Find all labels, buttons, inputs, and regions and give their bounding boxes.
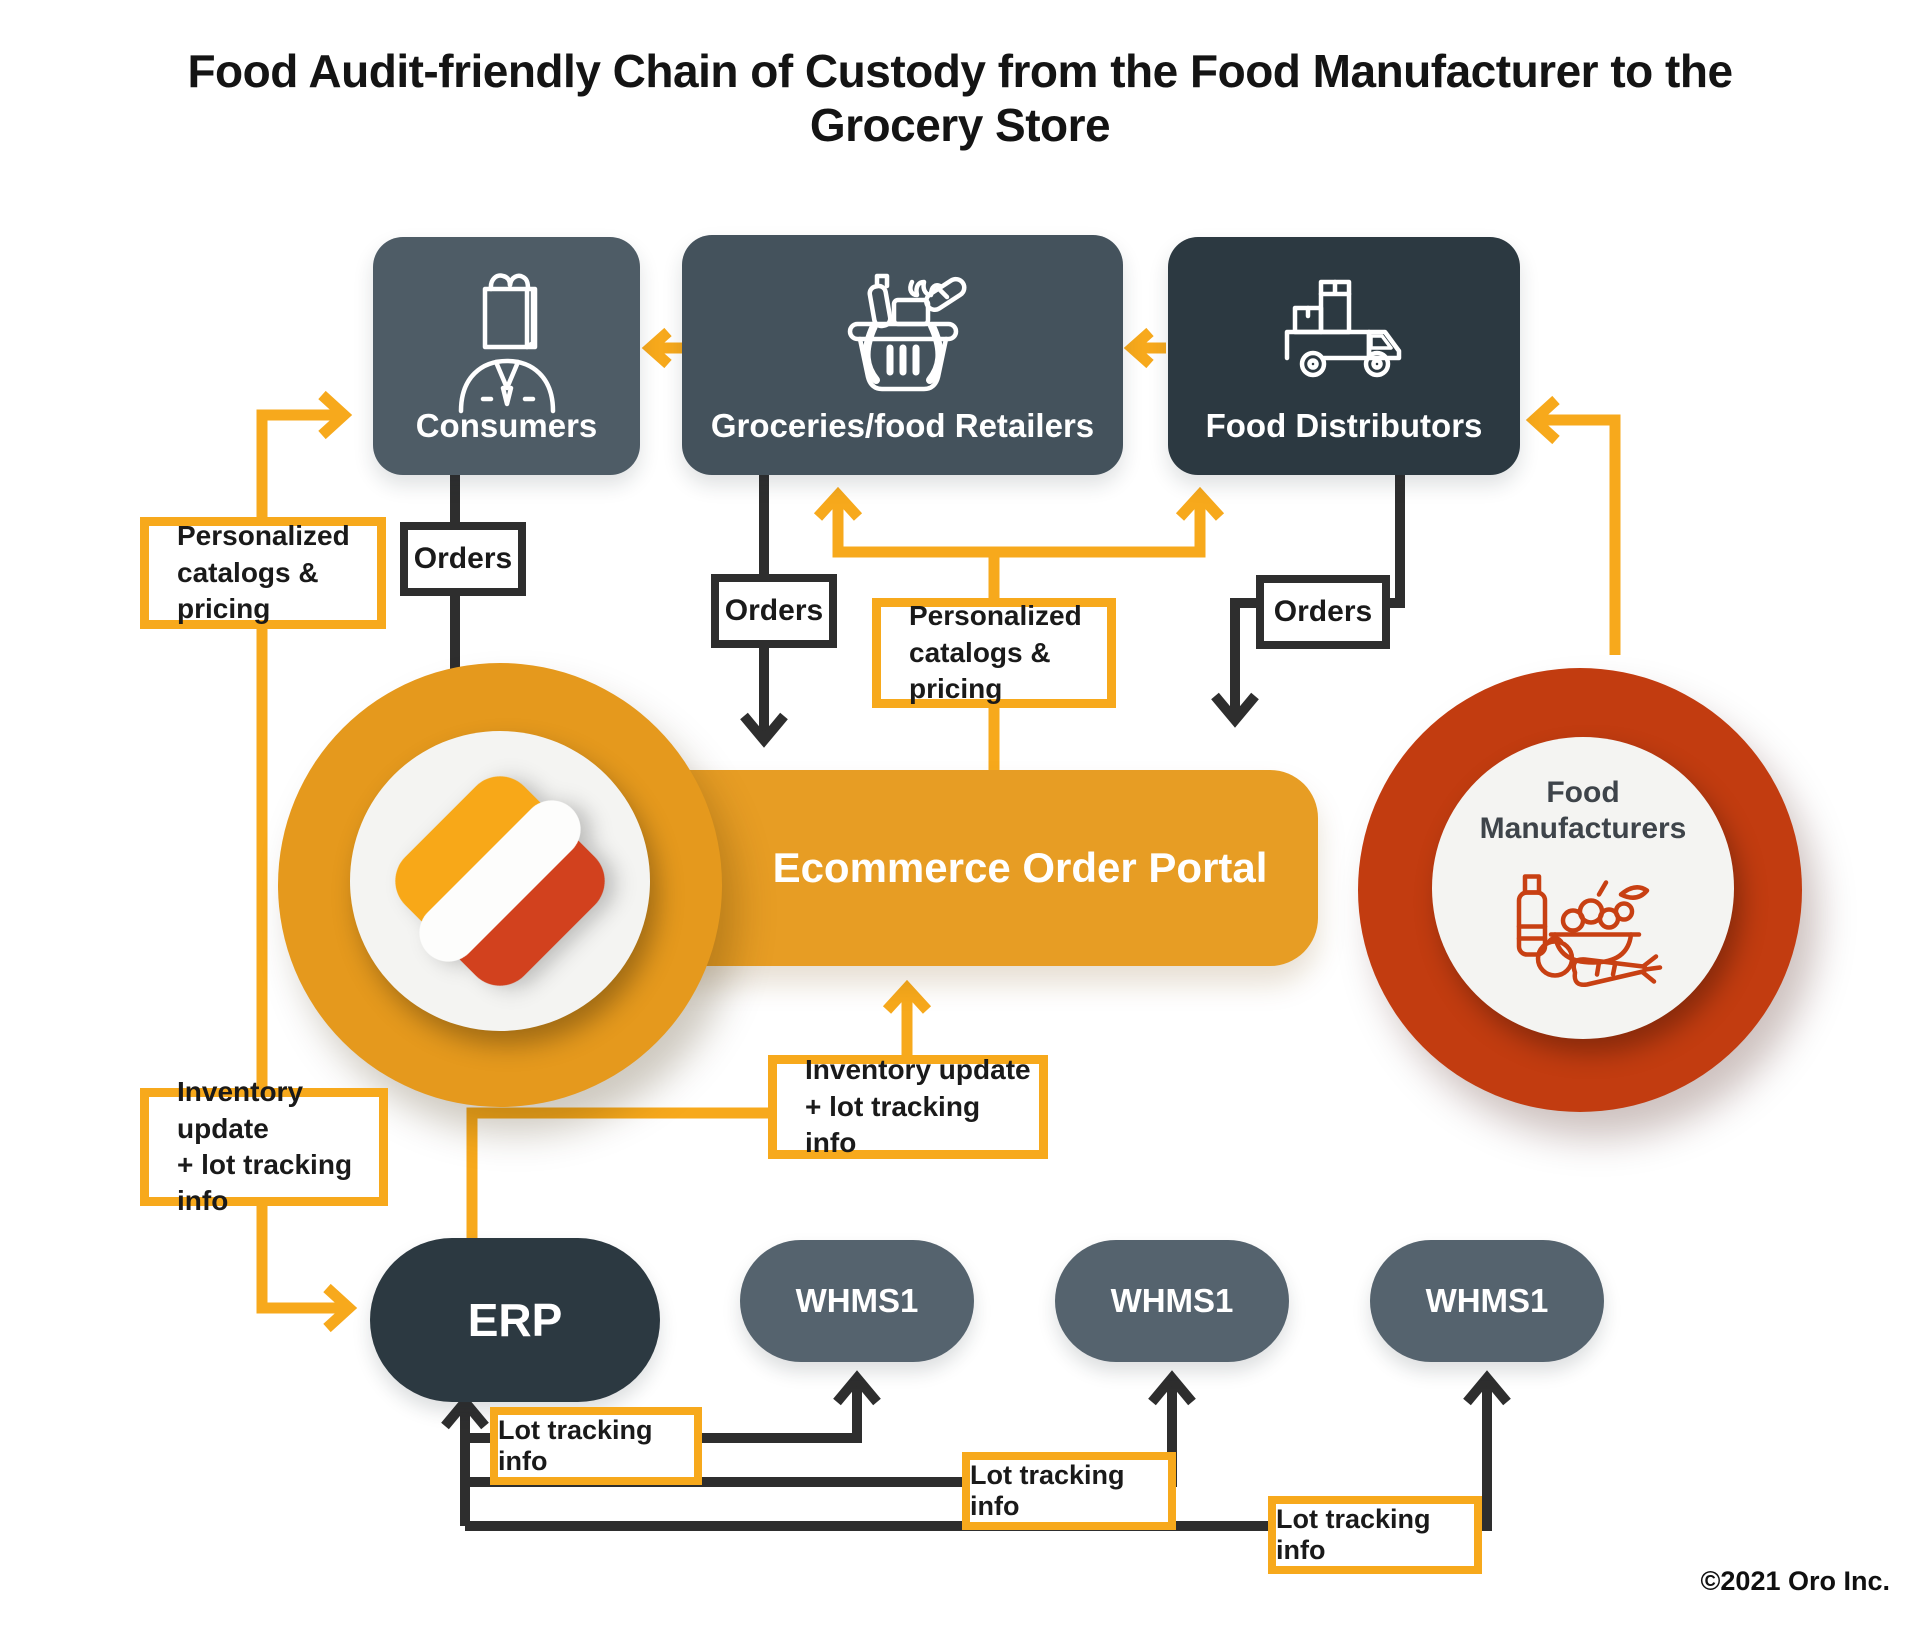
lot-tracking-label-2: Lot tracking info	[962, 1452, 1176, 1530]
copyright-text: ©2021 Oro Inc.	[1700, 1566, 1890, 1596]
personalized-catalogs-label-middle: Personalized catalogs & pricing	[872, 598, 1116, 708]
food-manufacturers-circle: Food Manufacturers	[1432, 737, 1734, 1039]
consumers-box: Consumers	[373, 237, 640, 475]
groceries-retailers-box: Groceries/food Retailers	[682, 235, 1123, 475]
arrow-retailers-to-consumers	[641, 327, 686, 369]
lot-tracking-label-3: Lot tracking info	[1268, 1496, 1482, 1574]
arrow-lot-tracking-to-erp	[441, 1394, 489, 1526]
arrow-distributors-to-retailers	[1123, 327, 1166, 369]
grocery-basket-icon	[828, 263, 978, 410]
arrow-lot-tracking-to-whms3	[465, 1370, 1511, 1531]
arrow-manufacturers-to-distributors	[1525, 395, 1621, 655]
inventory-update-label-left: Inventory update + lot tracking info	[140, 1076, 388, 1216]
orders-label-distributors: Orders	[1256, 575, 1390, 649]
page-title: Food Audit-friendly Chain of Custody fro…	[0, 44, 1920, 153]
whms1-pill-1: WHMS1	[740, 1240, 974, 1362]
ecommerce-order-portal-label: Ecommerce Order Portal	[772, 844, 1268, 891]
food-distributors-label: Food Distributors	[1205, 407, 1483, 444]
groceries-retailers-label: Groceries/food Retailers	[710, 407, 1095, 444]
consumer-icon	[445, 265, 569, 420]
food-distributors-box: Food Distributors	[1168, 237, 1520, 475]
arrow-inventory-update-to-portal	[882, 979, 932, 1055]
line-erp-to-inventory-update	[466, 1107, 770, 1240]
orders-label-consumers: Orders	[400, 522, 526, 596]
whms1-pill-3: WHMS1	[1370, 1240, 1604, 1362]
food-manufacturers-label: Food Manufacturers	[1479, 776, 1687, 845]
personalized-catalogs-label-left: Personalized catalogs & pricing	[140, 517, 386, 629]
erp-pill: ERP	[370, 1238, 660, 1402]
lot-tracking-label-1: Lot tracking info	[490, 1407, 702, 1485]
title-text: Food Audit-friendly Chain of Custody fro…	[187, 45, 1733, 152]
inventory-update-label-middle: Inventory update + lot tracking info	[768, 1054, 1048, 1159]
arrow-portal-to-retailers-and-distributors	[813, 486, 1225, 770]
consumers-label: Consumers	[415, 407, 598, 444]
arrow-portal-to-consumers	[256, 390, 358, 1333]
orders-label-retailers: Orders	[711, 574, 837, 648]
whms1-pill-2: WHMS1	[1055, 1240, 1289, 1362]
delivery-truck-icon	[1269, 265, 1419, 402]
food-products-icon	[1503, 853, 1663, 996]
